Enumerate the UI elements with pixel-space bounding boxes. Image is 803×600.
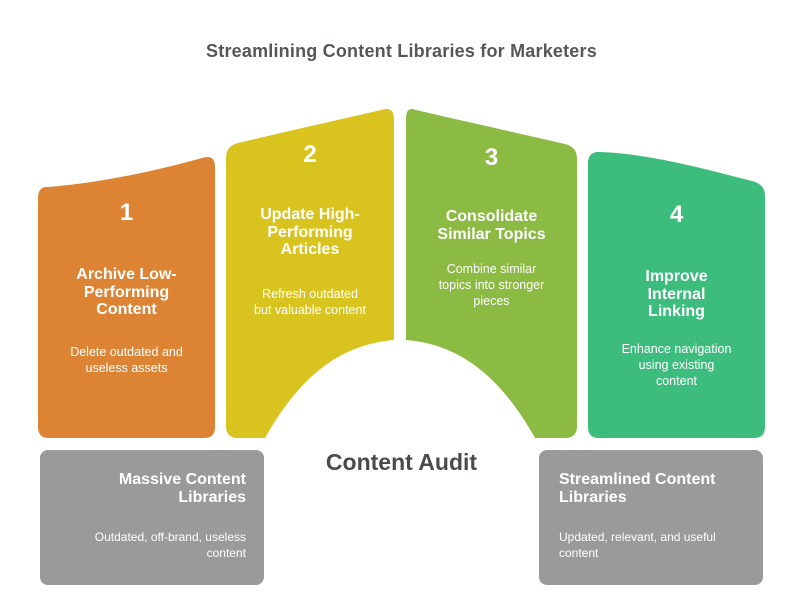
outcome-right-heading: Streamlined Content Libraries	[559, 471, 716, 506]
step-3-body: Combine similar topics into stronger pie…	[438, 262, 545, 308]
outcome-right-box	[539, 450, 763, 585]
diagram-title: Streamlining Content Libraries for Marke…	[206, 41, 597, 61]
step-1-body: Delete outdated and useless assets	[70, 345, 183, 375]
step-2-shape	[226, 109, 394, 438]
step-4-body: Enhance navigation using existing conten…	[621, 342, 732, 388]
outcome-left-heading: Massive Content Libraries	[118, 471, 246, 506]
step-3-heading: Consolidate Similar Topics	[437, 208, 546, 243]
outcome-right-body: Updated, relevant, and useful content	[559, 530, 716, 560]
step-2-heading: Update High- Performing Articles	[260, 206, 360, 258]
step-1-number: 1	[119, 199, 134, 226]
step-1-heading: Archive Low- Performing Content	[76, 266, 177, 318]
step-1-shape	[38, 157, 215, 438]
step-3-number: 3	[484, 144, 499, 171]
content-audit-label: Content Audit	[325, 449, 478, 475]
step-2-number: 2	[303, 141, 317, 168]
step-4-shape	[588, 151, 765, 438]
outcome-left-body: Outdated, off-brand, useless content	[94, 530, 246, 560]
step-3-shape	[406, 109, 577, 438]
step-2-body: Refresh outdated but valuable content	[254, 287, 366, 317]
step-4-number: 4	[669, 201, 684, 228]
step-4-heading: Improve Internal Linking	[645, 268, 708, 320]
outcome-left-box	[40, 450, 264, 585]
